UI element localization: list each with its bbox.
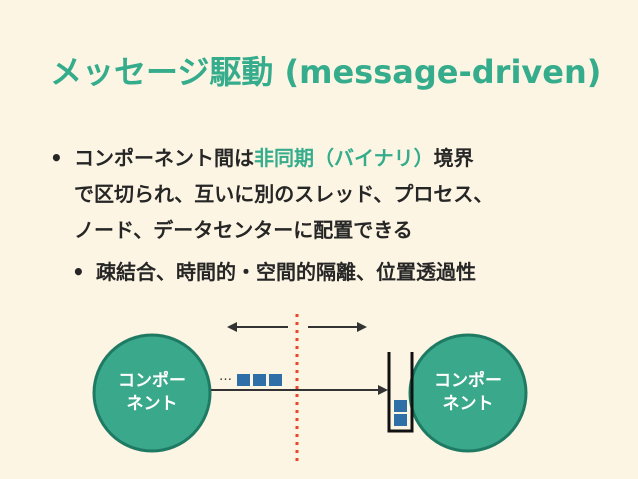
message-block — [237, 374, 250, 386]
bullet-line-2: で区切られ、互いに別のスレッド、プロセス、 — [74, 182, 494, 206]
bullet-list: • コンポーネント間は非同期（バイナリ）境界 で区切られ、互いに別のスレッド、プ… — [50, 140, 610, 290]
queued-messages — [394, 400, 407, 426]
message-block — [253, 374, 266, 386]
left-node-label: コンポー ネント — [118, 371, 186, 414]
right-component-node — [408, 333, 528, 453]
ellipsis-text: … — [219, 369, 232, 384]
bullet-highlight-text: 非同期（バイナリ） — [254, 146, 434, 170]
queued-message-block — [394, 414, 407, 426]
right-node-label: コンポー ネント — [434, 371, 502, 414]
bullet-text-part: 境界 — [433, 146, 474, 170]
sub-bullet-text: 疎結合、時間的・空間的隔離、位置透過性 — [96, 260, 476, 284]
bullet-line-3: ノード、データセンターに配置できる — [74, 218, 413, 242]
message-block — [269, 374, 282, 386]
slide-title: メッセージ駆動 (message-driven) — [50, 53, 602, 91]
bullet-line-1: コンポーネント間は非同期（バイナリ）境界 — [74, 140, 610, 176]
bullet-dot: • — [50, 146, 63, 170]
in-flight-messages — [237, 374, 282, 386]
left-component-node — [92, 333, 212, 453]
bullet-dot: • — [72, 260, 85, 284]
bullet-item: • コンポーネント間は非同期（バイナリ）境界 で区切られ、互いに別のスレッド、プ… — [50, 140, 610, 248]
sub-bullet-item: • 疎結合、時間的・空間的隔離、位置透過性 — [72, 254, 610, 290]
queued-message-block — [394, 400, 407, 412]
bullet-text-part: コンポーネント間は — [74, 146, 254, 170]
mailbox-queue — [387, 352, 414, 433]
